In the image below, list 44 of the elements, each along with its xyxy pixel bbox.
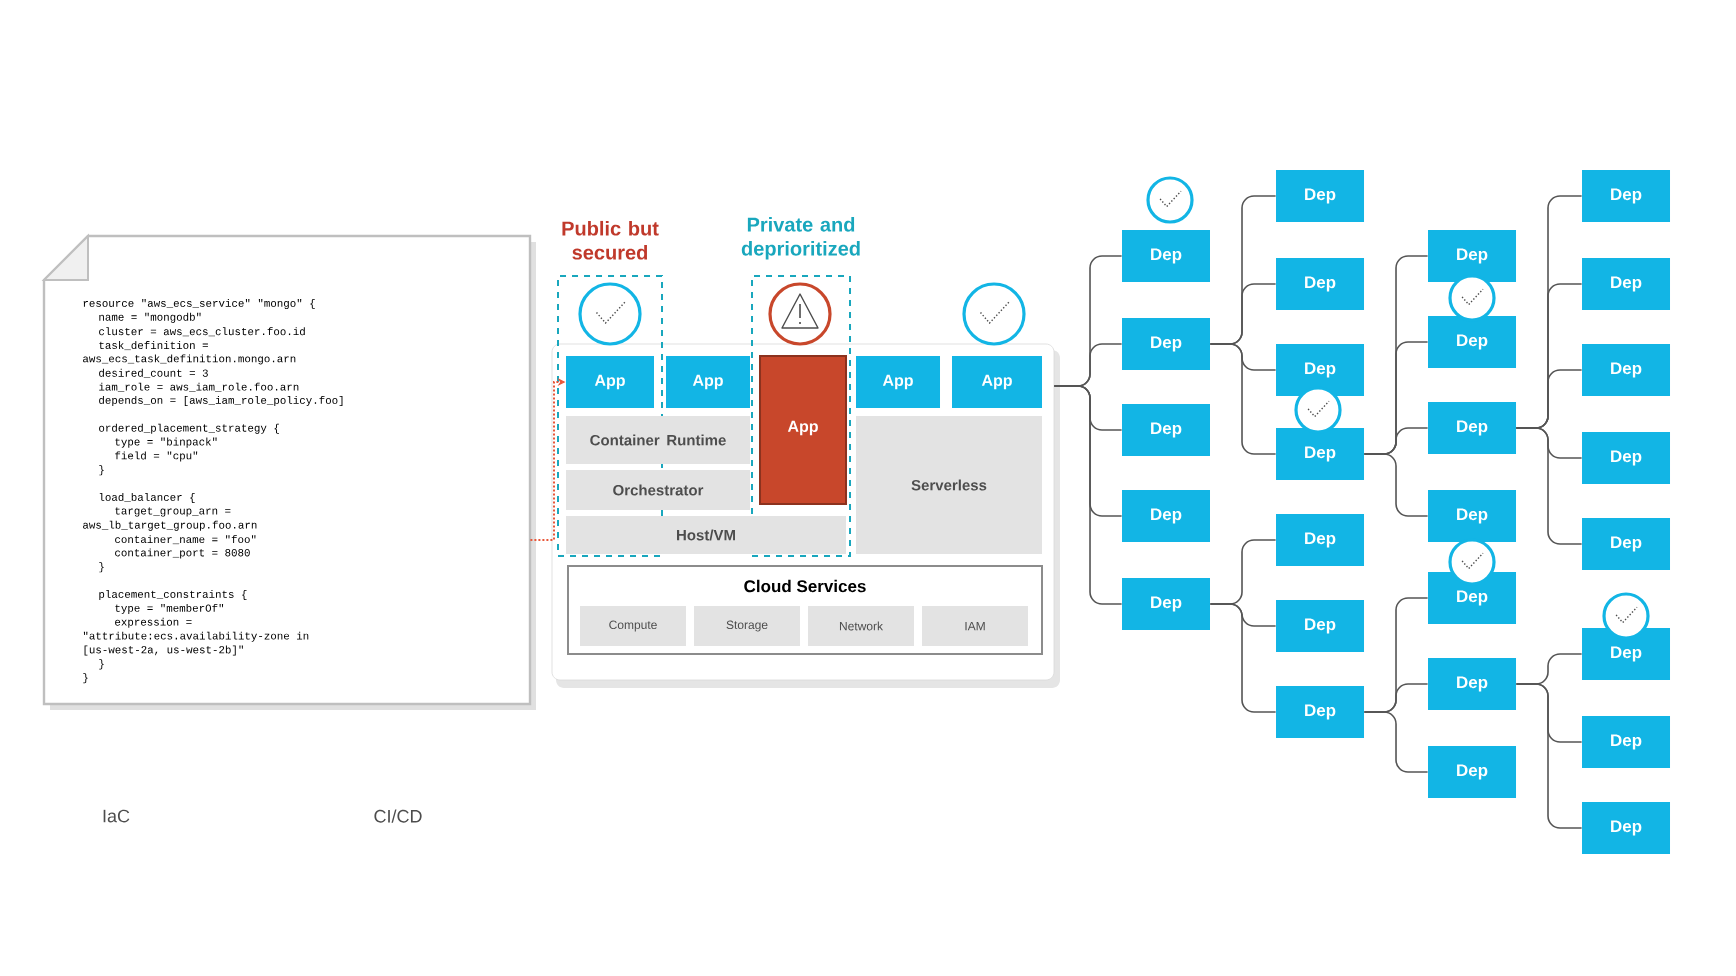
app-box: App xyxy=(759,355,847,505)
node-label: Public but secured xyxy=(562,220,659,260)
dep-box: Dep xyxy=(1582,170,1670,222)
dep-box: Dep xyxy=(1428,746,1516,798)
dep-box: Dep xyxy=(1122,230,1210,282)
dep-box: Dep xyxy=(1276,258,1364,310)
dep-box: Dep xyxy=(1428,230,1516,282)
dep-box: Dep xyxy=(1276,514,1364,566)
connector-line xyxy=(1515,683,1583,829)
dep-box: Dep xyxy=(1428,490,1516,542)
app-box: App xyxy=(856,356,940,408)
dep-box: Dep xyxy=(1428,572,1516,624)
code-document xyxy=(42,234,536,710)
tool-label: IaC xyxy=(103,809,130,823)
dep-box: Dep xyxy=(1582,628,1670,680)
dep-box: Dep xyxy=(1582,802,1670,854)
dep-box: Dep xyxy=(1582,344,1670,396)
dep-box: Dep xyxy=(1276,686,1364,738)
app-box: App xyxy=(666,356,750,408)
app-box: App xyxy=(952,356,1042,408)
dep-box: Dep xyxy=(1122,578,1210,630)
dep-box: Dep xyxy=(1122,318,1210,370)
dep-box: Dep xyxy=(1276,344,1364,396)
dep-box: Dep xyxy=(1122,404,1210,456)
dep-box: Dep xyxy=(1276,600,1364,652)
connector-line xyxy=(1363,711,1429,773)
dep-box: Dep xyxy=(1582,716,1670,768)
connector-line xyxy=(1363,453,1429,517)
connector-line xyxy=(1053,385,1123,605)
dep-box: Dep xyxy=(1276,170,1364,222)
app-box: App xyxy=(566,356,654,408)
dep-box: Dep xyxy=(1428,402,1516,454)
node-label: Private and deprioritized xyxy=(741,216,860,260)
dep-box: Dep xyxy=(1428,316,1516,368)
dep-box: Dep xyxy=(1276,428,1364,480)
dep-box: Dep xyxy=(1582,518,1670,570)
connector-line xyxy=(1209,343,1277,455)
dep-box: Dep xyxy=(1582,432,1670,484)
connector-line xyxy=(1209,603,1277,713)
dep-box: Dep xyxy=(1122,490,1210,542)
tool-label: CI/CD xyxy=(374,809,422,823)
dep-box: Dep xyxy=(1582,258,1670,310)
dep-box: Dep xyxy=(1428,658,1516,710)
connector-line xyxy=(1515,427,1583,545)
